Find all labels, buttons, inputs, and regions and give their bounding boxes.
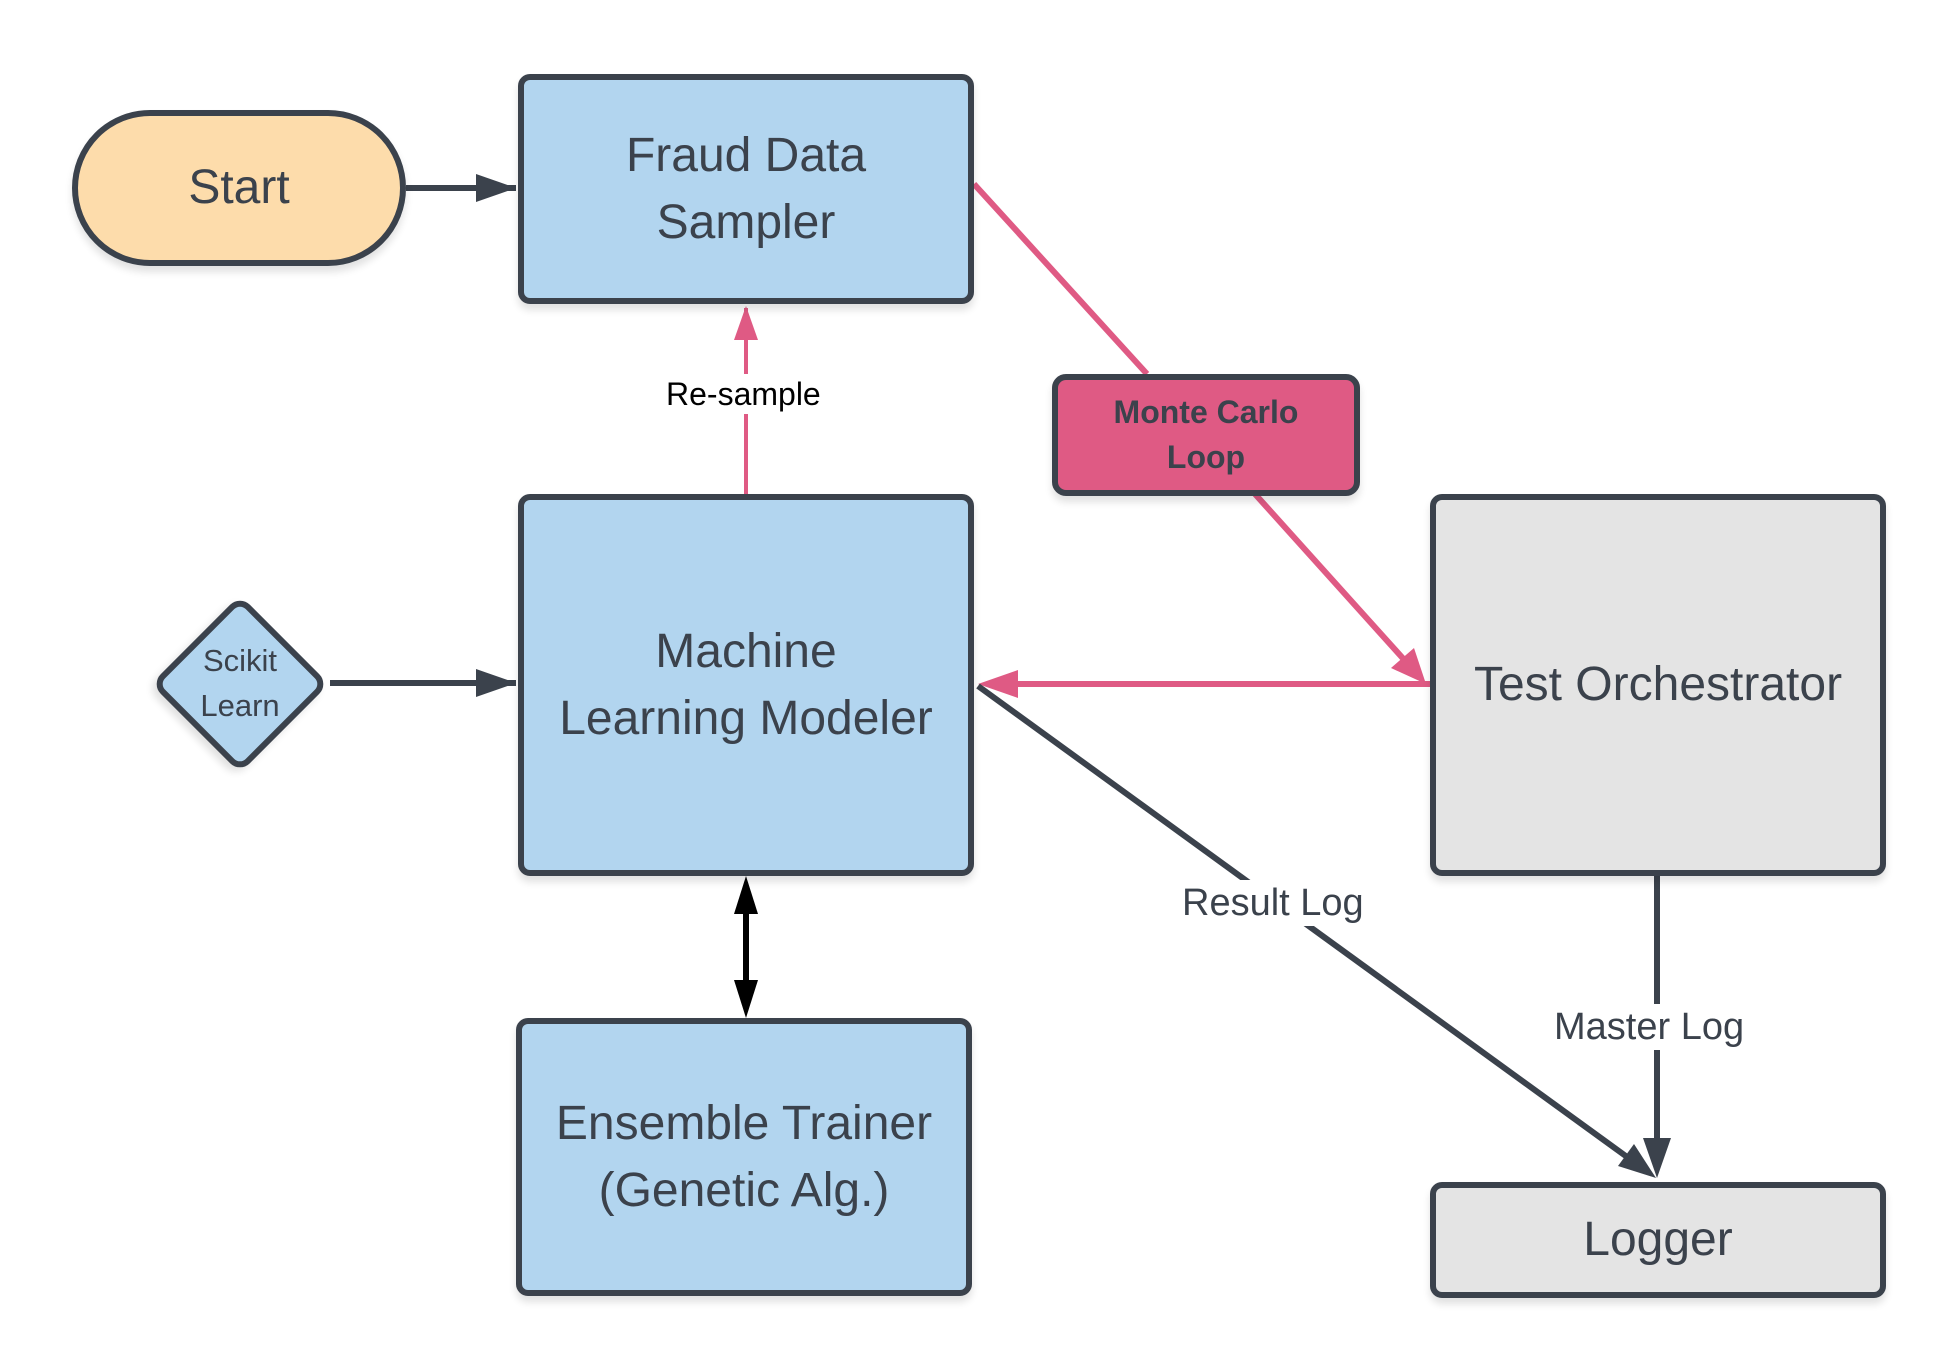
test-orchestrator-node[interactable]: Test Orchestrator (1430, 494, 1886, 876)
edge-loop-to-orchestrator (1252, 491, 1411, 667)
edge-sampler-to-loop (971, 181, 1150, 377)
edge-label-result-log: Result Log (1176, 880, 1370, 926)
arrowhead-resample (734, 306, 758, 340)
edge-label-master-log: Master Log (1548, 1004, 1751, 1050)
arrowhead-result-log (1618, 1144, 1656, 1178)
start-node[interactable]: Start (72, 110, 406, 266)
edge-label-resample: Re-sample (660, 374, 827, 414)
logger-node[interactable]: Logger (1430, 1182, 1886, 1298)
monte-carlo-loop-label: Monte Carlo Loop (1113, 394, 1299, 475)
arrowhead-orchestrator-to-modeler (978, 670, 1018, 698)
fraud-data-sampler-node[interactable]: Fraud Data Sampler (518, 74, 974, 304)
scikit-learn-node[interactable]: Scikit Learn (150, 594, 330, 774)
logger-label: Logger (1583, 1213, 1733, 1267)
test-orchestrator-label: Test Orchestrator (1473, 658, 1843, 712)
arrowhead-to-ensemble (734, 980, 758, 1018)
arrowhead-scikit-to-modeler (476, 669, 516, 697)
fraud-data-sampler-label: Fraud Data Sampler (625, 128, 867, 249)
ensemble-trainer-label: Ensemble Trainer (Genetic Alg.) (555, 1096, 933, 1217)
arrowhead-to-modeler (734, 876, 758, 914)
machine-learning-modeler-label: Machine Learning Modeler (559, 624, 933, 745)
monte-carlo-loop-node[interactable]: Monte Carlo Loop (1052, 374, 1360, 496)
ensemble-trainer-node[interactable]: Ensemble Trainer (Genetic Alg.) (516, 1018, 972, 1296)
scikit-learn-label: Scikit Learn (200, 643, 280, 723)
arrowhead-master-log (1643, 1138, 1671, 1178)
arrowhead-start-to-sampler (476, 174, 516, 202)
start-label: Start (188, 161, 290, 215)
machine-learning-modeler-node[interactable]: Machine Learning Modeler (518, 494, 974, 876)
arrowhead-loop-to-orchestrator (1391, 648, 1426, 684)
